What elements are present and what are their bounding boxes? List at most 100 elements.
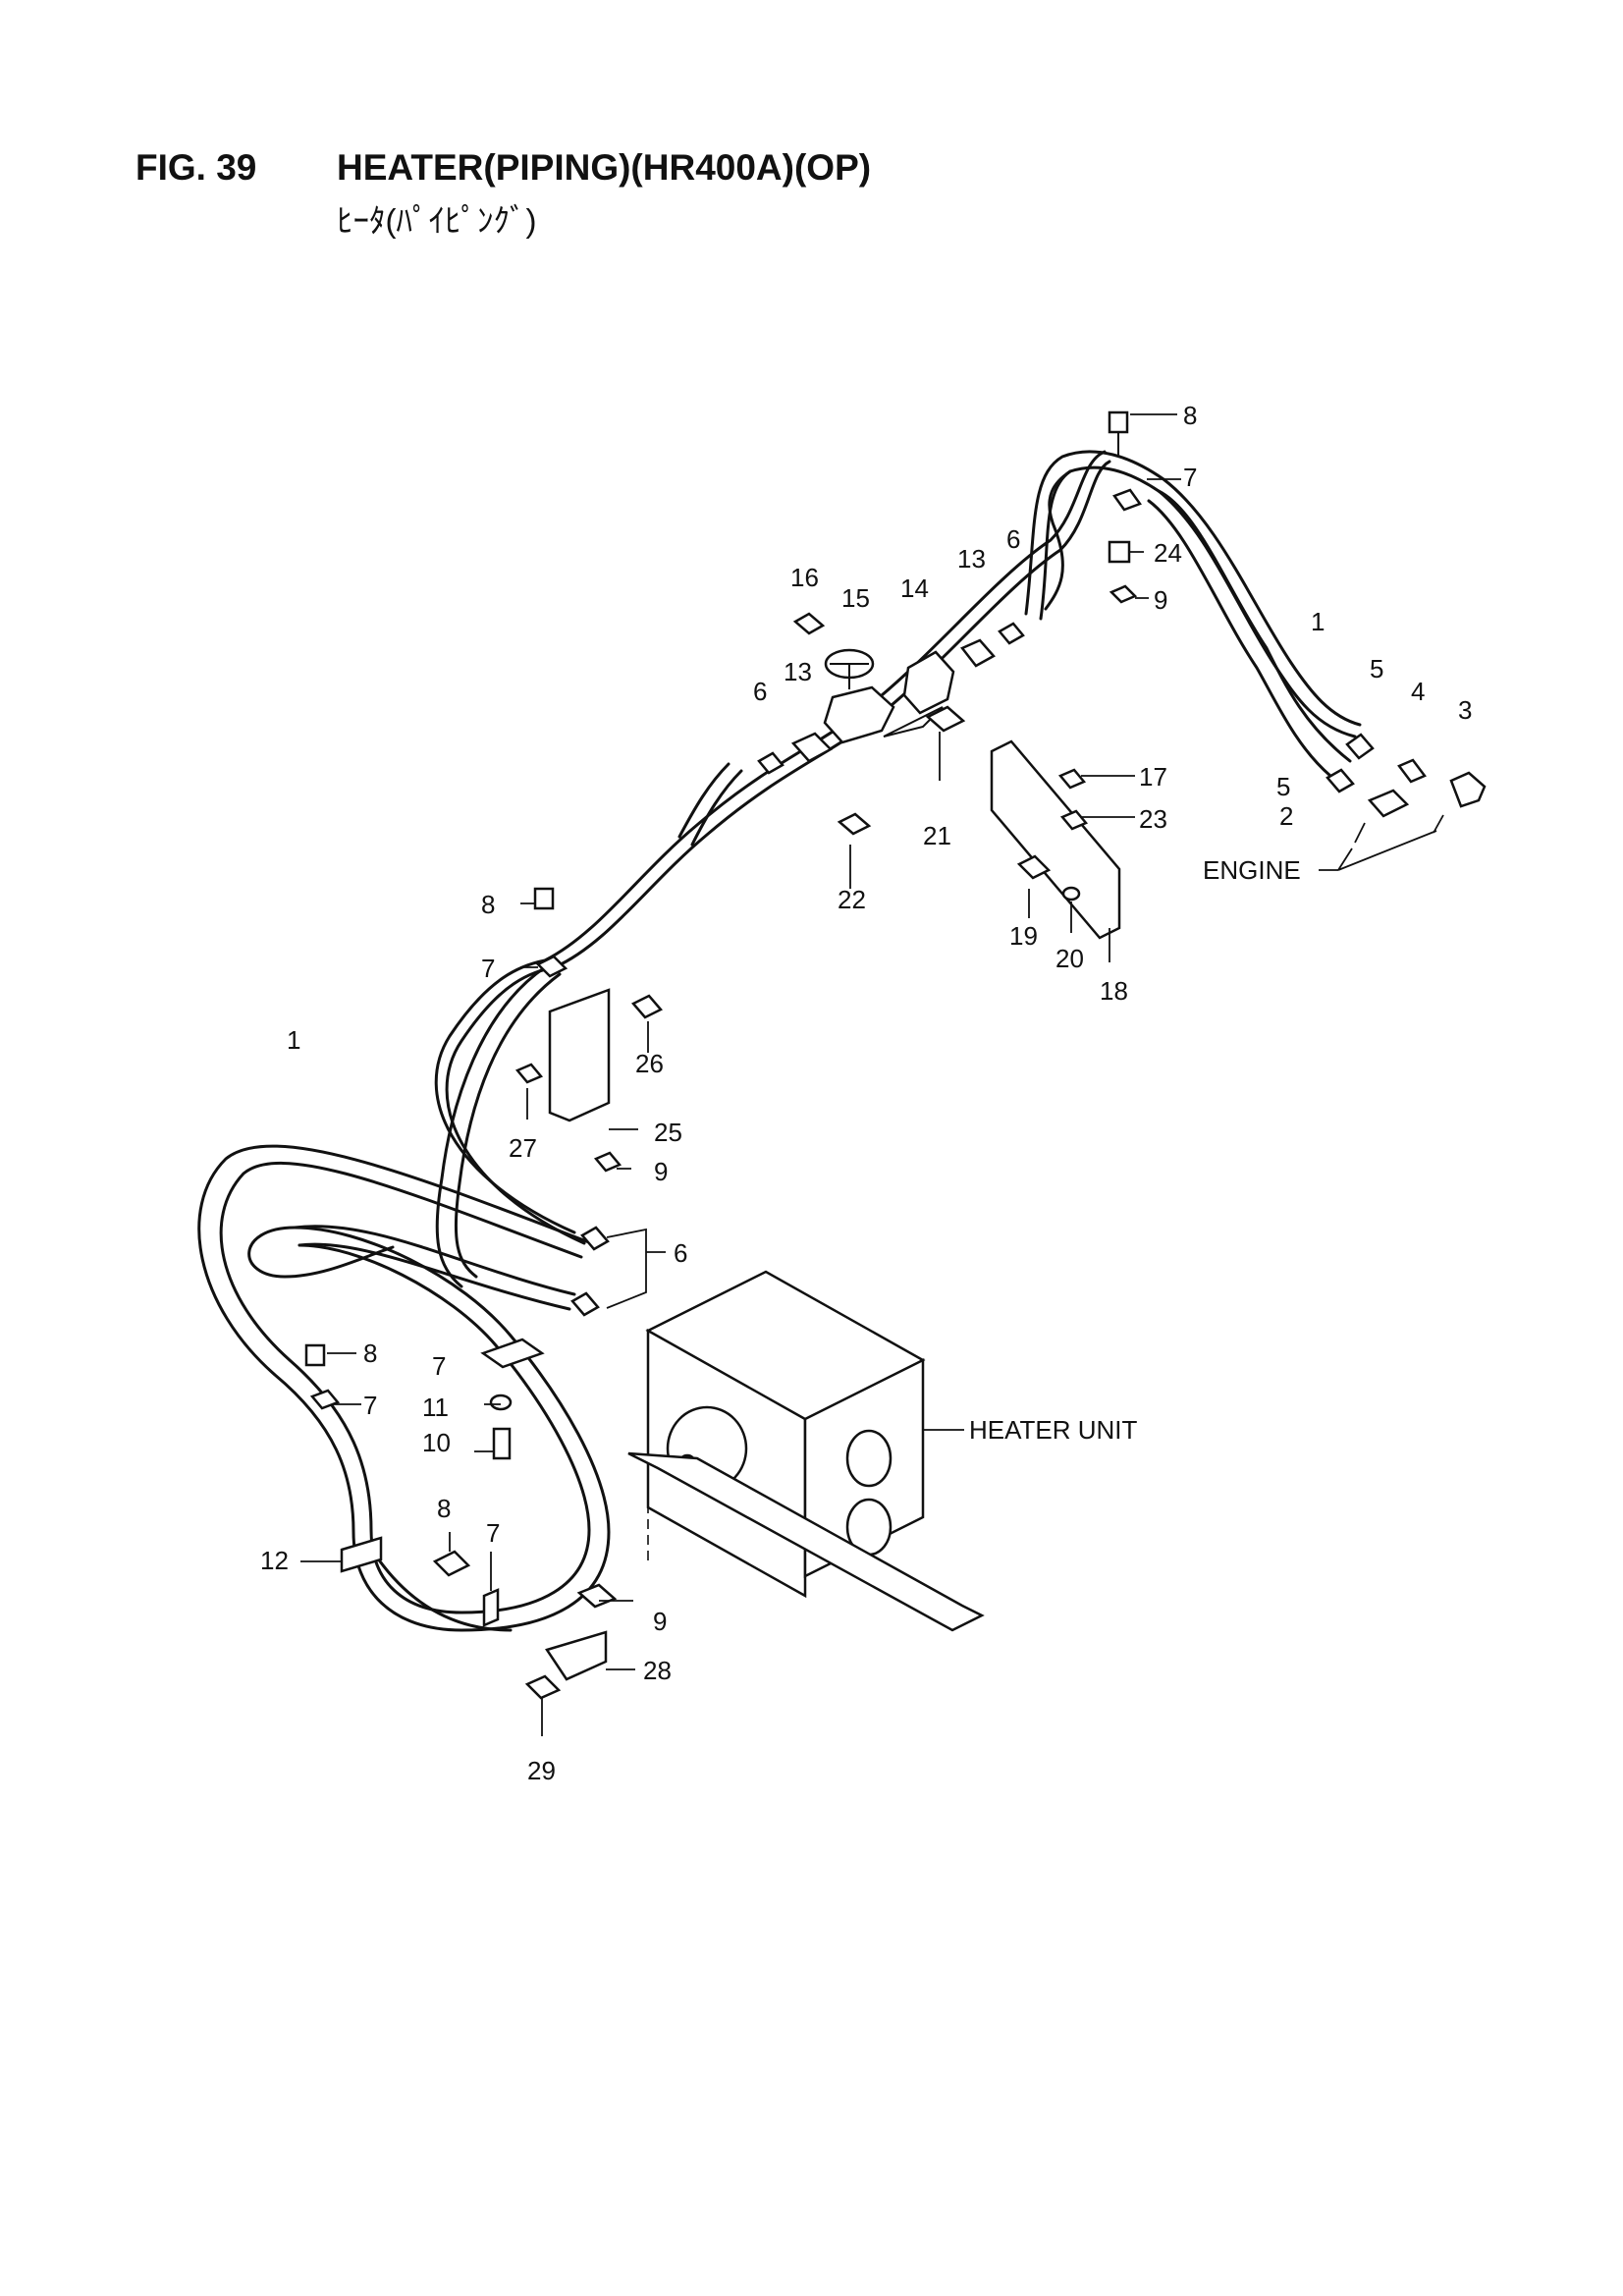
callout-6-mid: 6: [753, 677, 767, 706]
bolt-8-bottom: [432, 1550, 471, 1577]
nut-9-top: [1109, 584, 1138, 604]
fitting-4: [1397, 758, 1427, 784]
callout-15: 15: [841, 583, 870, 613]
callout-20: 20: [1055, 944, 1084, 973]
bracket-25: [548, 988, 611, 1122]
valve-bracket-14: [902, 650, 955, 715]
bolt-19: [1016, 854, 1052, 880]
bolt-8-left: [533, 887, 555, 910]
bolt-8-top: [1108, 410, 1129, 434]
heater-unit-label: HEATER UNIT: [969, 1415, 1138, 1445]
adapter-13-lower: [790, 732, 834, 763]
nut-17: [1057, 768, 1087, 790]
heater-unit: [627, 1270, 985, 1632]
washer-11: [489, 1394, 513, 1411]
lower-left-parts: [300, 1226, 666, 1736]
callout-9-top: 9: [1154, 585, 1167, 615]
bolt-10: [492, 1427, 512, 1460]
callout-25: 25: [654, 1118, 682, 1147]
clamp-7-bottom: [482, 1588, 500, 1627]
bolt-16: [792, 612, 826, 635]
engine-fittings: [1319, 733, 1487, 871]
bracket-18: [990, 739, 1121, 940]
figure-number: FIG. 39: [135, 147, 257, 188]
callout-12: 12: [260, 1546, 289, 1575]
clamp-7-mid: [480, 1338, 545, 1369]
callout-14: 14: [900, 574, 929, 603]
adapter-13-upper: [960, 638, 996, 668]
callout-13-mid: 13: [784, 657, 812, 686]
callout-9-left: 9: [654, 1157, 668, 1186]
callout-7-mid: 7: [432, 1351, 446, 1381]
callout-labels: 8 7 24 9 6 13 14 15 16 6 13 1 5 4 3 5 2 …: [260, 401, 1472, 1785]
callout-5-lower: 5: [1276, 772, 1290, 801]
callout-7-top: 7: [1183, 463, 1197, 492]
callout-28: 28: [643, 1656, 672, 1685]
nut-23: [1059, 809, 1089, 831]
callout-9-bottom: 9: [653, 1607, 667, 1636]
callout-10: 10: [422, 1428, 451, 1457]
callout-8-lower: 8: [363, 1339, 377, 1368]
callout-8-top: 8: [1183, 401, 1197, 430]
nut-9-left: [593, 1151, 622, 1173]
nut-27: [514, 1063, 544, 1084]
callout-7-left: 7: [481, 954, 495, 983]
bracket-28: [545, 1630, 608, 1681]
callout-18: 18: [1100, 976, 1128, 1006]
bolt-8-lower: [304, 1343, 326, 1367]
callout-1-left: 1: [287, 1025, 300, 1055]
left-bracket-group: [514, 887, 663, 1173]
valve-body-15: [823, 685, 895, 744]
valve-cluster: [757, 612, 1025, 775]
callout-13-top: 13: [957, 544, 986, 574]
figure-title: HEATER(PIPING)(HR400A)(OP): [337, 147, 872, 188]
callout-3: 3: [1458, 695, 1472, 725]
callout-23: 23: [1139, 804, 1167, 834]
callout-7-lower: 7: [363, 1391, 377, 1420]
callout-2: 2: [1279, 801, 1293, 831]
hose-clamp-5-lower: [1325, 768, 1355, 793]
callout-8-left: 8: [481, 890, 495, 919]
callout-8-bottom: 8: [437, 1494, 451, 1523]
callout-5-top: 5: [1370, 654, 1383, 683]
callout-4: 4: [1411, 677, 1425, 706]
callout-26: 26: [635, 1049, 664, 1078]
elbow-2: [1367, 789, 1410, 818]
clamp-7-lower: [309, 1389, 341, 1410]
hose-clamp-5-upper: [1345, 733, 1375, 760]
bolt-22: [837, 812, 872, 836]
clamp-7-top: [1112, 488, 1142, 512]
callout-27: 27: [509, 1133, 537, 1163]
callout-22: 22: [838, 885, 866, 914]
hose-clamp-6-lower: [757, 751, 784, 775]
callout-17: 17: [1139, 762, 1167, 792]
callout-29: 29: [527, 1756, 556, 1785]
callout-6-lower: 6: [674, 1238, 687, 1268]
bolt-29: [524, 1674, 562, 1700]
nut-9-bottom: [576, 1583, 618, 1609]
callout-21: 21: [923, 821, 951, 850]
callout-16: 16: [790, 563, 819, 592]
callout-7-bottom: 7: [486, 1518, 500, 1548]
figure-title-japanese: ﾋｰﾀ(ﾊﾟｲﾋﾟﾝｸﾞ): [337, 202, 537, 239]
callout-19: 19: [1009, 921, 1038, 951]
engine-label: ENGINE: [1203, 855, 1301, 885]
callout-1-top: 1: [1311, 607, 1325, 636]
heater-mounting-base: [627, 1451, 985, 1632]
top-clamp-group: [1108, 410, 1181, 604]
grommet-12: [340, 1536, 383, 1573]
heater-vent-upper: [845, 1429, 893, 1488]
callout-11: 11: [422, 1393, 449, 1422]
mid-bracket-group: [837, 705, 1135, 962]
clamp-7-left: [535, 955, 568, 978]
callout-6-top: 6: [1006, 524, 1020, 554]
spacer-24: [1108, 540, 1131, 564]
callout-24: 24: [1154, 538, 1182, 568]
elbow-3: [1449, 771, 1487, 808]
hose-clamp-6-b: [570, 1291, 600, 1317]
clamp-21: [925, 705, 966, 733]
hose-clamp-6-upper: [998, 622, 1025, 645]
bolt-26: [631, 994, 663, 1019]
hose-clamp-6-a: [580, 1226, 610, 1251]
